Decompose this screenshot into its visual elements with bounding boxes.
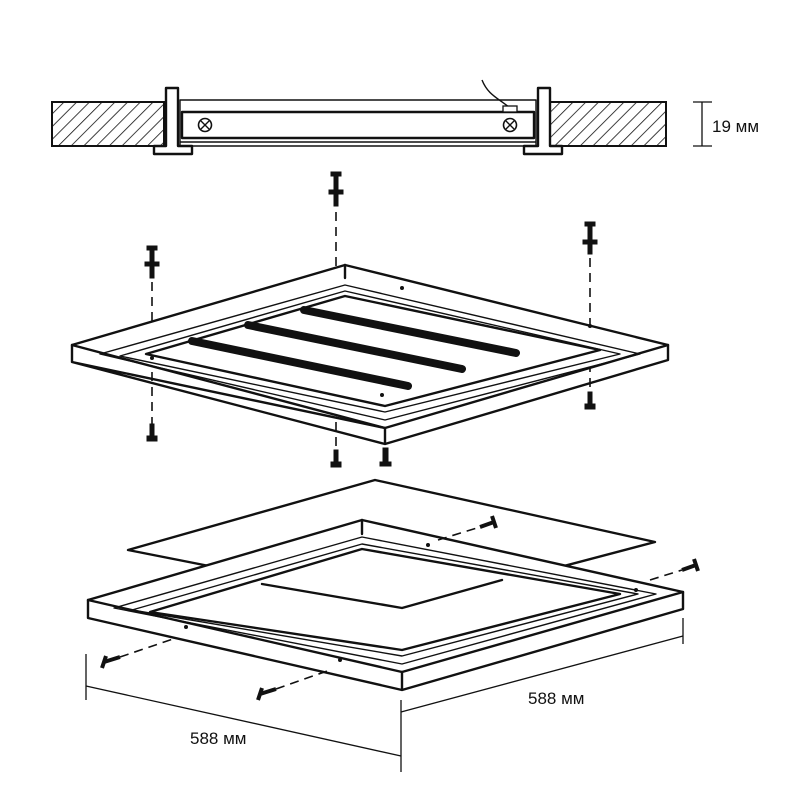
side-screw-left-icon: [100, 637, 177, 669]
screw-head-right-icon: [502, 117, 518, 133]
depth-label: 588 мм: [190, 729, 246, 748]
power-cable: [481, 79, 511, 109]
screw-head-left-icon: [197, 117, 213, 133]
led-strip-1: [300, 306, 520, 357]
spacer-pin-icon: [382, 447, 389, 463]
side-screw-bottom-icon: [256, 669, 331, 701]
lower-frame-assembly: [86, 515, 700, 701]
thickness-label: 19 мм: [712, 117, 759, 136]
mounting-screw-left-icon: [144, 245, 160, 442]
ceiling-slab-left: [51, 101, 165, 147]
upper-panel-diffuser: [144, 294, 602, 408]
ceiling-cross-section: 19 мм: [51, 79, 759, 156]
width-label: 588 мм: [528, 689, 584, 708]
width-dimension-line: [400, 635, 684, 713]
thickness-dimension: [693, 101, 712, 147]
dimension-lines: [85, 618, 684, 772]
t-bar-profile-left: [152, 86, 194, 156]
led-strip-3: [188, 337, 412, 390]
depth-dimension-line: [85, 685, 402, 757]
lower-frame-opening: [148, 547, 622, 652]
side-screw-right-icon: [649, 558, 700, 581]
led-strip-2: [244, 321, 466, 373]
panel-driver-box: [180, 110, 536, 140]
ceiling-slab-right: [547, 101, 667, 147]
panel-housing-section: [179, 99, 537, 147]
led-panel-assembly: [70, 171, 670, 468]
side-screw-top-right-icon: [437, 515, 498, 541]
